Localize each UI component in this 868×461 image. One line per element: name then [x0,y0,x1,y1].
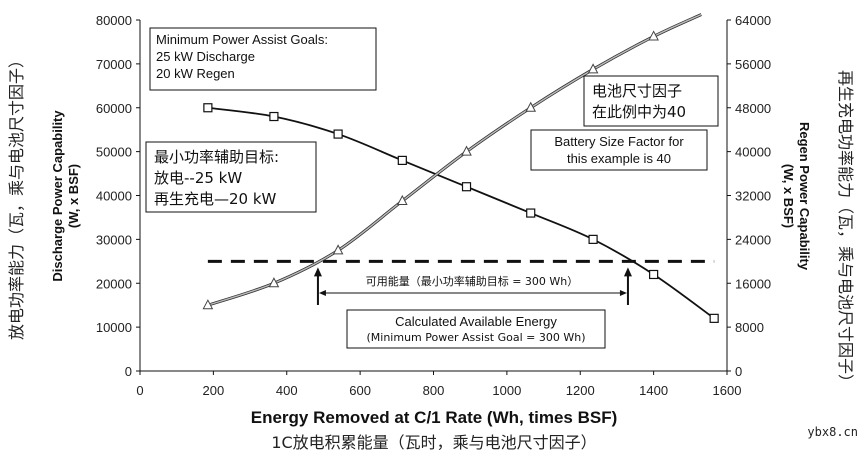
y-right-tick-label: 16000 [735,276,771,291]
x-axis-title-cn: 1C放电积累能量（瓦时，乘与电池尺寸因子） [271,433,596,452]
y-right-tick-label: 48000 [735,101,771,116]
y-left-tick-label: 20000 [96,276,132,291]
discharge-point [333,129,343,139]
goals-cn-line2: 放电--25 kW [154,169,242,187]
arrow-right-head [623,267,632,277]
y-right-tick-label: 56000 [735,57,771,72]
available-energy-cn: 可用能量（最小功率辅助目标 = 300 Wh） [366,274,579,288]
x-tick-label: 1600 [713,383,742,398]
bsf-en-box [530,129,708,171]
goals-en-line3: 20 kW Regen [156,66,235,81]
discharge-point [397,155,407,165]
x-tick-label: 800 [423,383,445,398]
goals-en-line1: Minimum Power Assist Goals: [156,32,328,47]
y-right-tick-label: 64000 [735,13,771,28]
y-left-axis-title-line1: Discharge Power Capability [50,110,65,282]
y-right-axis-title-cn: 再生充电功率能力（瓦，乘与电池尺寸因子） [836,70,855,390]
bsf-en-line2: this example is 40 [567,151,671,166]
bsf-en-line1: Battery Size Factor for [554,134,684,149]
y-right-axis-title-line2: (W, x BSF) [781,164,796,228]
regen-point [396,194,408,205]
y-right-tick-label: 32000 [735,189,771,204]
regen-point [332,244,344,255]
goals-en-line2: 25 kW Discharge [156,49,255,64]
regen-point [525,101,537,112]
available-energy-arrow [313,267,632,305]
arrow-horizontal-right-head [619,290,627,296]
y-left-axis-title-cn: 放电功率能力（瓦，乘与电池尺寸因子） [7,52,26,340]
x-tick-label: 1200 [566,383,595,398]
y-left-tick-label: 80000 [96,13,132,28]
discharge-point [649,269,659,280]
y-right-tick-label: 24000 [735,232,771,247]
discharge-point [203,103,213,113]
x-tick-label: 200 [203,383,225,398]
y-left-axis-title-line2: (W, x BSF) [66,164,81,228]
y-right-axis-title-line1: Regen Power Capability [797,122,812,271]
available-energy-box [346,309,606,349]
x-tick-label: 600 [349,383,371,398]
y-left-tick-label: 70000 [96,57,132,72]
regen-point [202,299,214,310]
bsf-cn-line1: 电池尺寸因子 [592,82,682,100]
discharge-point [709,313,719,323]
y-left-tick-label: 60000 [96,101,132,116]
discharge-point [526,208,536,218]
y-right-tick-label: 0 [735,364,742,379]
y-left-tick-label: 0 [125,364,132,379]
arrow-horizontal-left-head [318,290,326,296]
watermark: ybx8.cn [807,425,858,439]
regen-point [268,277,280,288]
y-left-tick-label: 30000 [96,232,132,247]
y-left-tick-label: 50000 [96,145,132,160]
discharge-point [269,111,279,122]
x-tick-label: 0 [136,383,143,398]
y-right-tick-label: 8000 [735,320,764,335]
discharge-point [461,182,472,192]
arrow-left-head [313,267,322,277]
available-energy-en: Calculated Available Energy [395,314,557,329]
goals-cn-box [145,141,317,213]
goals-cn-line1: 最小功率辅助目标: [154,148,279,166]
x-tick-label: 1000 [492,383,521,398]
bsf-cn-box [583,75,719,127]
x-tick-label: 1400 [639,383,668,398]
y-left-tick-label: 40000 [96,189,132,204]
y-right-tick-label: 40000 [735,145,771,160]
x-tick-label: 400 [276,383,298,398]
y-left-tick-label: 10000 [96,320,132,335]
regen-point [461,145,472,156]
available-energy-en-sub: (Minimum Power Assist Goal = 300 Wh) [367,331,586,344]
goals-en-box [149,27,377,91]
bsf-cn-line2: 在此例中为40 [592,103,686,121]
regen-point [587,63,599,74]
series-markers [202,30,719,323]
regen-point [648,30,659,41]
x-axis-title: Energy Removed at C/1 Rate (Wh, times BS… [251,408,618,427]
goals-cn-line3: 再生充电—20 kW [154,190,277,208]
discharge-point [588,234,598,244]
